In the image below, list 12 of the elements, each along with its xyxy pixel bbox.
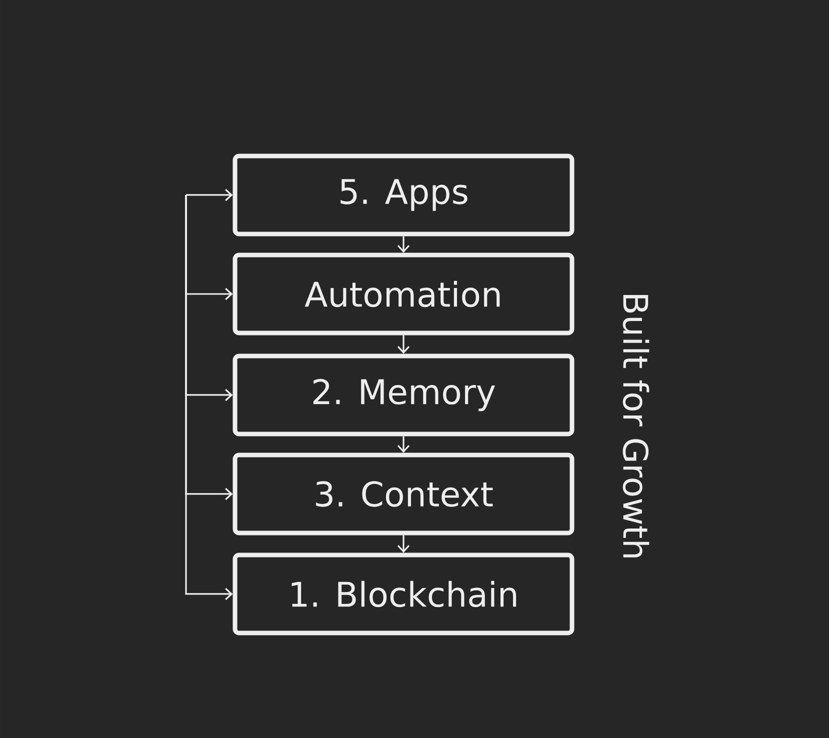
arrow xyxy=(397,436,410,453)
layer-box: 3. Context xyxy=(232,452,574,536)
arrow xyxy=(397,335,410,354)
layer-box: 2. Memory xyxy=(232,354,574,436)
arrow xyxy=(185,194,233,600)
layer-box: 1. Blockchain xyxy=(232,552,574,636)
arrow xyxy=(186,188,233,202)
arrow xyxy=(397,236,410,253)
side-label: Built for Growth xyxy=(622,295,650,558)
layer-box: 5. Apps xyxy=(232,154,574,236)
layer-box: Automation xyxy=(232,252,574,336)
arrow xyxy=(397,535,410,553)
